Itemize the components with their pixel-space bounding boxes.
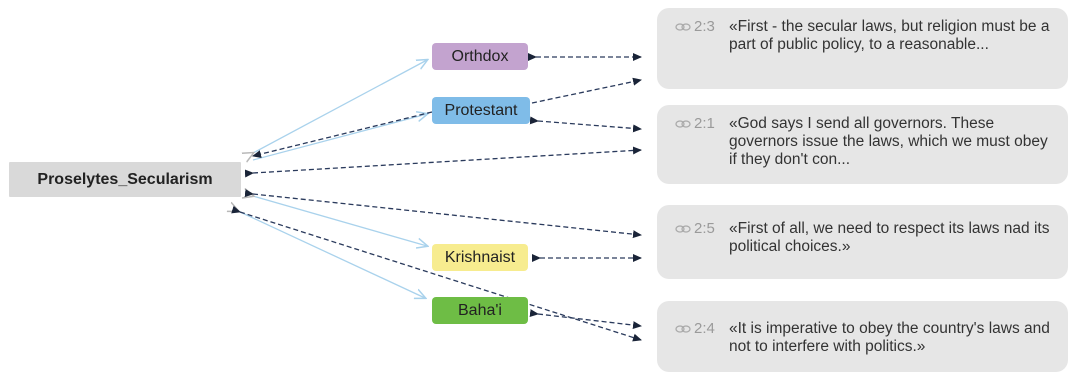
link-root-bahai bbox=[238, 211, 425, 298]
quote-text: «God says I send all governors. These go… bbox=[729, 115, 1048, 168]
quote-text: «First of all, we need to respect its la… bbox=[729, 220, 1050, 255]
quote-card-2-5[interactable]: 2:5 «First of all, we need to respect it… bbox=[657, 205, 1068, 279]
quote-card-2-3[interactable]: 2:3 «First - the secular laws, but relig… bbox=[657, 8, 1068, 89]
quote-ref-label: 2:5 bbox=[694, 220, 715, 237]
code-node-orthdox[interactable]: Orthdox bbox=[432, 43, 528, 70]
link-icon bbox=[675, 22, 691, 31]
quote-text: «First - the secular laws, but religion … bbox=[729, 18, 1050, 53]
quote-card-2-4[interactable]: 2:4 «It is imperative to obey the countr… bbox=[657, 301, 1068, 372]
code-node-bahai[interactable]: Baha'i bbox=[432, 297, 528, 324]
quote-reference: 2:5 bbox=[675, 220, 715, 237]
link-root-krishnaist bbox=[253, 196, 427, 246]
code-node-protestant[interactable]: Protestant bbox=[432, 97, 530, 124]
link-root-quote-2-5 bbox=[244, 189, 642, 239]
link-root-quote-2-1 bbox=[244, 146, 642, 178]
quote-reference: 2:3 bbox=[675, 18, 715, 35]
link-bahai-quote-2-4 bbox=[529, 309, 642, 330]
quote-ref-label: 2:3 bbox=[694, 18, 715, 35]
quote-ref-label: 2:1 bbox=[694, 115, 715, 132]
link-icon bbox=[675, 224, 691, 233]
link-root-quote-2-4 bbox=[231, 205, 642, 342]
quote-ref-label: 2:4 bbox=[694, 320, 715, 337]
link-root-protestant bbox=[252, 114, 427, 161]
link-icon bbox=[675, 324, 691, 333]
quote-reference: 2:1 bbox=[675, 115, 715, 132]
code-node-krishnaist[interactable]: Krishnaist bbox=[432, 244, 528, 271]
root-code-node[interactable]: Proselytes_Secularism bbox=[9, 162, 241, 197]
quote-text: «It is imperative to obey the country's … bbox=[729, 320, 1050, 355]
quote-reference: 2:4 bbox=[675, 320, 715, 337]
link-protestant-quote-2-3 bbox=[531, 77, 642, 104]
link-root-orthdox bbox=[253, 60, 427, 153]
link-icon bbox=[675, 119, 691, 128]
link-protestant-root bbox=[252, 111, 433, 158]
quote-card-2-1[interactable]: 2:1 «God says I send all governors. Thes… bbox=[657, 105, 1068, 184]
link-protestant-quote-2-1 bbox=[529, 116, 642, 133]
